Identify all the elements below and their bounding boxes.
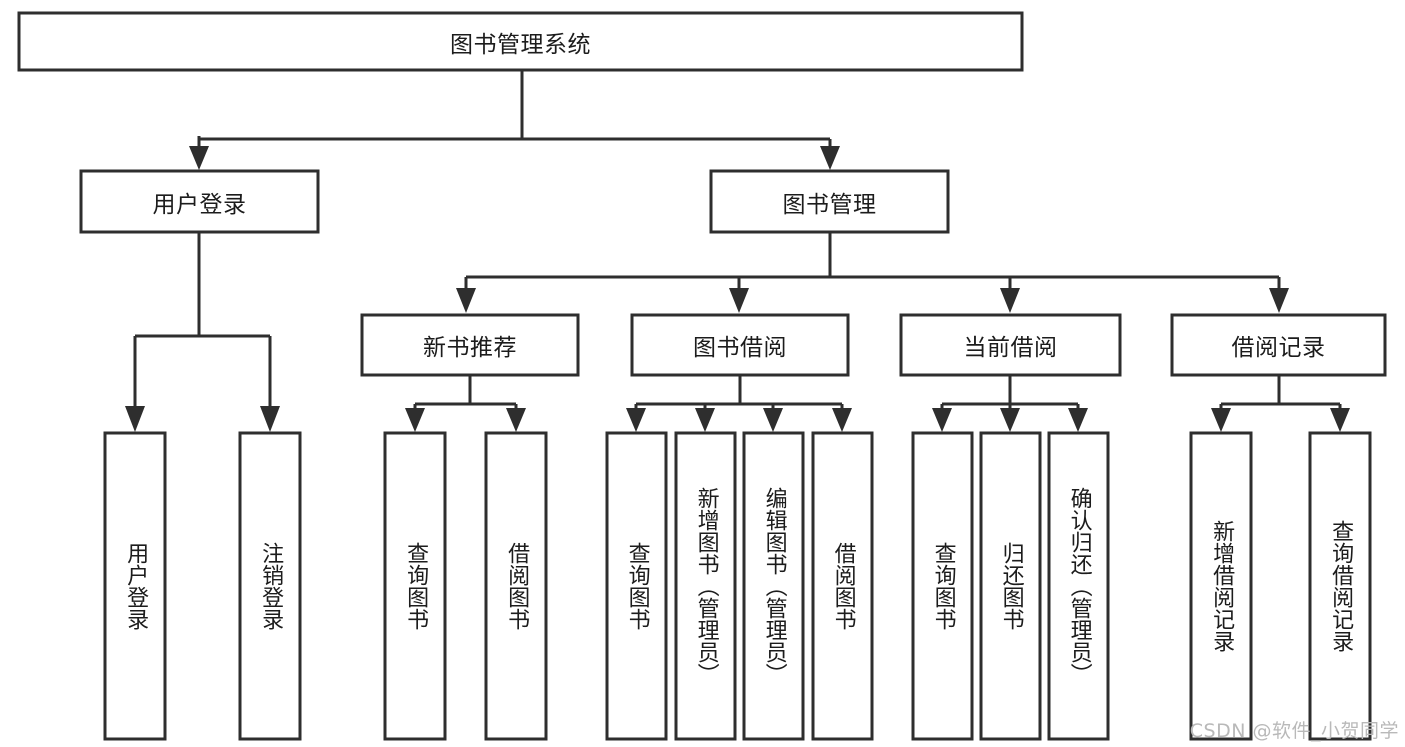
- arrow-to-leaf-user-login: [125, 406, 145, 432]
- node-leaf-query-book-2-rect[interactable]: [605, 431, 668, 741]
- node-leaf-user-login-rect[interactable]: [103, 431, 167, 741]
- csdn-watermark: CSDN @软件_小贺同学: [1189, 720, 1399, 742]
- arrow-to-leaf-confirm-return: [1068, 408, 1088, 432]
- node-leaf-add-record-rect[interactable]: [1189, 431, 1253, 741]
- node-leaf-return-book-rect[interactable]: [979, 431, 1042, 741]
- node-root-rect[interactable]: [17, 11, 1024, 72]
- arrow-to-current-borrow: [1000, 288, 1020, 313]
- arrow-to-leaf-query-book-2: [626, 408, 646, 432]
- node-borrow-record-rect[interactable]: [1170, 313, 1387, 377]
- node-leaf-add-book-rect[interactable]: [674, 431, 737, 741]
- node-leaf-confirm-return-rect[interactable]: [1047, 431, 1110, 741]
- arrow-to-leaf-return-book: [1000, 408, 1020, 432]
- arrow-to-new-book-recommend: [456, 288, 476, 313]
- node-user-login-rect[interactable]: [79, 169, 320, 234]
- node-current-borrow-rect[interactable]: [899, 313, 1122, 377]
- arrow-to-leaf-edit-book: [763, 408, 783, 432]
- arrow-to-leaf-borrow-book-1: [506, 408, 526, 432]
- node-leaf-borrow-book-2-rect[interactable]: [811, 431, 874, 741]
- node-leaf-query-book-3-rect[interactable]: [911, 431, 974, 741]
- node-leaf-logout-login-rect[interactable]: [238, 431, 302, 741]
- node-leaf-query-record-rect[interactable]: [1308, 431, 1372, 741]
- arrow-to-book-borrow: [729, 288, 749, 313]
- node-new-book-recommend-rect[interactable]: [360, 313, 580, 377]
- arrow-to-book-manage: [820, 146, 840, 170]
- node-book-manage-rect[interactable]: [709, 169, 950, 234]
- node-leaf-edit-book-rect[interactable]: [742, 431, 805, 741]
- node-leaf-query-book-1-rect[interactable]: [383, 431, 447, 741]
- arrow-to-leaf-add-record: [1211, 408, 1231, 432]
- arrow-to-borrow-record: [1269, 288, 1289, 313]
- arrow-to-user-login: [189, 146, 209, 170]
- arrow-to-leaf-borrow-book-2: [832, 408, 852, 432]
- node-leaf-borrow-book-1-rect[interactable]: [484, 431, 548, 741]
- arrow-to-leaf-query-record: [1330, 408, 1350, 432]
- arrow-to-leaf-query-book-1: [405, 408, 425, 432]
- arrow-to-leaf-add-book: [695, 408, 715, 432]
- arrow-to-leaf-query-book-3: [932, 408, 952, 432]
- node-book-borrow-rect[interactable]: [630, 313, 850, 377]
- arrow-to-leaf-logout-login: [260, 406, 280, 432]
